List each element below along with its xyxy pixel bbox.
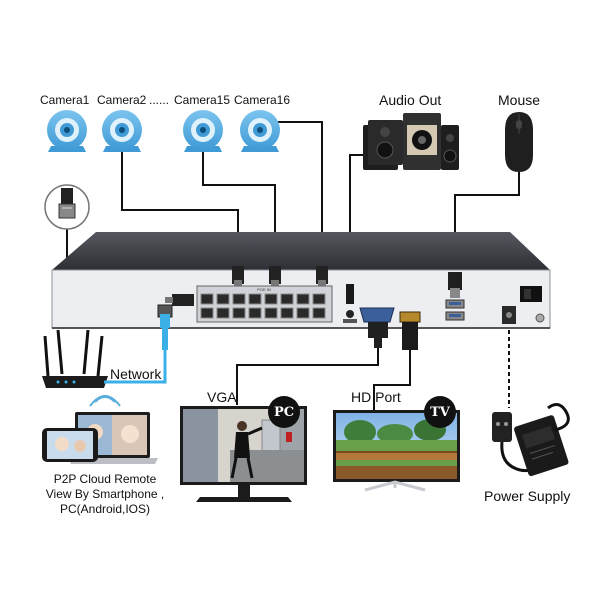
poe-port [216, 307, 230, 319]
smartphone-icon [42, 428, 98, 462]
pc-monitor [180, 406, 307, 502]
poe-port [280, 307, 294, 319]
camera2-label: Camera2 [97, 93, 147, 107]
power-switch-icon [520, 286, 545, 323]
wifi-icon [89, 395, 121, 407]
poe-port [280, 293, 294, 305]
poe-port [200, 307, 214, 319]
vga-port [359, 307, 395, 348]
poe-port [200, 293, 214, 305]
poe-port [232, 293, 246, 305]
hd-port-label: HD Port [351, 389, 401, 405]
audio-jack [343, 284, 357, 323]
tv-monitor [333, 410, 460, 492]
poe-port [264, 307, 278, 319]
poe-port [296, 307, 310, 319]
usb-ports [445, 272, 465, 321]
network-cable [104, 350, 167, 384]
dc-power-port [502, 306, 516, 324]
poe-port [232, 307, 246, 319]
camera1-label: Camera1 [40, 93, 90, 107]
camera15-cable [202, 150, 276, 268]
tv-badge: TV [424, 396, 456, 428]
vga-cable [236, 345, 379, 405]
mouse-icon [505, 112, 533, 172]
p2p-line3: PC(Android,IOS) [59, 502, 151, 516]
p2p-caption: P2P Cloud Remote View By Smartphone , PC… [30, 472, 180, 517]
poe-port [248, 307, 262, 319]
camera-connectors [165, 266, 328, 306]
p2p-line1: P2P Cloud Remote [53, 472, 157, 486]
power-adapter-icon [492, 403, 570, 477]
poe-port-panel: POE IN [196, 285, 333, 323]
poe-port [248, 293, 262, 305]
poe-port [264, 293, 278, 305]
poe-port [312, 307, 326, 319]
camera1-icon [47, 110, 87, 152]
poe-port [216, 293, 230, 305]
camera16-icon [240, 110, 280, 152]
poe-port [296, 293, 310, 305]
hdmi-port [399, 311, 421, 350]
p2p-line2: View By Smartphone , [45, 487, 165, 501]
power-supply-label: Power Supply [484, 488, 571, 504]
camera15-label: Camera15 [174, 93, 231, 107]
camera16-label: Camera16 [234, 93, 291, 107]
mouse-label: Mouse [498, 92, 541, 108]
router-icon [42, 329, 108, 388]
rj45-zoom-icon [44, 184, 90, 230]
poe-ports [200, 293, 326, 319]
lan-port [157, 304, 173, 350]
audio-out-label: Audio Out [379, 92, 442, 108]
poe-port [312, 293, 326, 305]
pc-badge: PC [268, 396, 300, 428]
speakers-icon [363, 113, 459, 170]
poe-label: POE IN [257, 287, 271, 292]
camera-ellipsis: ...... [149, 93, 170, 107]
camera2-icon [102, 110, 142, 152]
network-label: Network [110, 366, 162, 382]
hdmi-cable [373, 350, 411, 410]
camera15-icon [183, 110, 223, 152]
vga-label: VGA [207, 389, 237, 405]
